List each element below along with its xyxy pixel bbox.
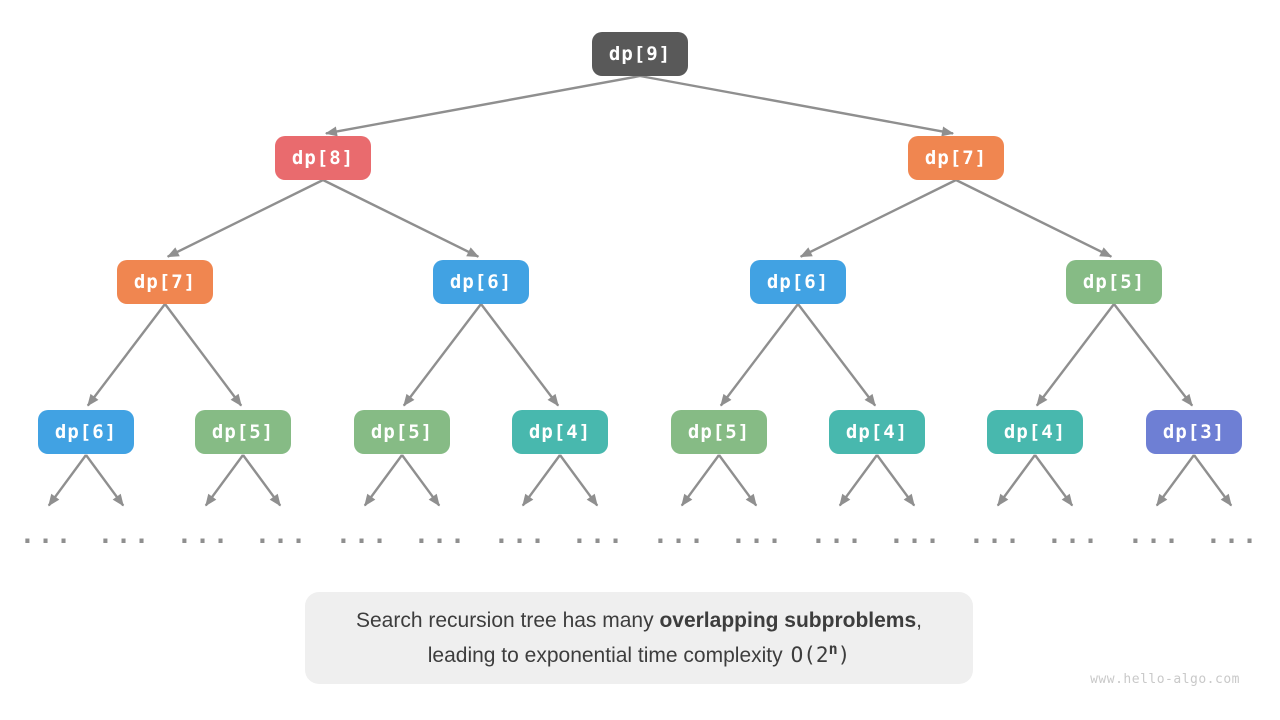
ellipsis: ... [1205,520,1261,549]
tree-node-dp8: dp[8] [275,136,371,180]
tree-edge [1155,454,1195,507]
tree-edge [401,454,441,507]
tree-edge [559,454,599,507]
ellipsis: ... [176,520,232,549]
tree-edge [639,74,955,137]
tree-node-dp5b: dp[5] [354,410,450,454]
tree-node-dp3: dp[3] [1146,410,1242,454]
tree-node-dp5d: dp[5] [1066,260,1162,304]
tree-edge [876,454,916,507]
tree-edge [480,303,560,407]
tree-edge [402,303,482,407]
tree-node-dp4c: dp[4] [987,410,1083,454]
tree-edge [1035,303,1115,407]
tree-edge [797,303,877,407]
caption-line-2: leading to exponential time complexity O(… [428,638,851,673]
watermark: www.hello-algo.com [1090,672,1240,687]
complexity-formula: O(2n) [790,639,851,667]
tree-node-dp9: dp[9] [592,32,688,76]
tree-edge [996,454,1036,507]
ellipsis: ... [1127,520,1183,549]
ellipsis: ... [335,520,391,549]
ellipsis: ... [730,520,786,549]
tree-edge [242,454,282,507]
caption-bold-text: overlapping subproblems [659,608,917,632]
tree-edge [521,454,561,507]
tree-node-dp7a: dp[7] [117,260,213,304]
ellipsis: ... [1046,520,1102,549]
ellipsis: ... [254,520,310,549]
tree-edge [1113,303,1194,407]
tree-node-dp7b: dp[7] [908,136,1004,180]
tree-edge [85,454,125,507]
ellipsis: ... [652,520,708,549]
caption-text: Search recursion tree has many [355,608,660,632]
tree-edge [164,303,243,407]
ellipsis: ... [968,520,1024,549]
caption-text: , [916,608,923,632]
ellipsis: ... [493,520,549,549]
caption-text: leading to exponential time complexity [427,643,783,667]
tree-edge [1034,454,1074,507]
tree-edge [363,454,403,507]
tree-edge [680,454,720,507]
caption-line-1: Search recursion tree has many overlappi… [356,604,922,638]
tree-edge [799,178,957,258]
tree-node-dp5a: dp[5] [195,410,291,454]
caption-box: Search recursion tree has many overlappi… [305,592,973,684]
tree-edge [719,303,799,407]
ellipsis: ... [810,520,866,549]
ellipsis: ... [19,520,75,549]
tree-edge [166,178,324,258]
ellipsis: ... [571,520,627,549]
tree-node-dp4a: dp[4] [512,410,608,454]
tree-node-dp6a: dp[6] [38,410,134,454]
tree-node-dp5c: dp[5] [671,410,767,454]
tree-edge [838,454,878,507]
tree-edge [204,454,244,507]
tree-node-dp6c: dp[6] [750,260,846,304]
tree-edge [86,303,166,407]
tree-edge [718,454,758,507]
ellipsis: ... [97,520,153,549]
tree-edge [955,178,1113,258]
tree-edge [1193,454,1233,507]
tree-edge [324,74,641,137]
ellipsis: ... [413,520,469,549]
ellipsis: ... [888,520,944,549]
tree-node-dp4b: dp[4] [829,410,925,454]
tree-edge [47,454,87,507]
tree-node-dp6b: dp[6] [433,260,529,304]
tree-edge [322,178,480,258]
